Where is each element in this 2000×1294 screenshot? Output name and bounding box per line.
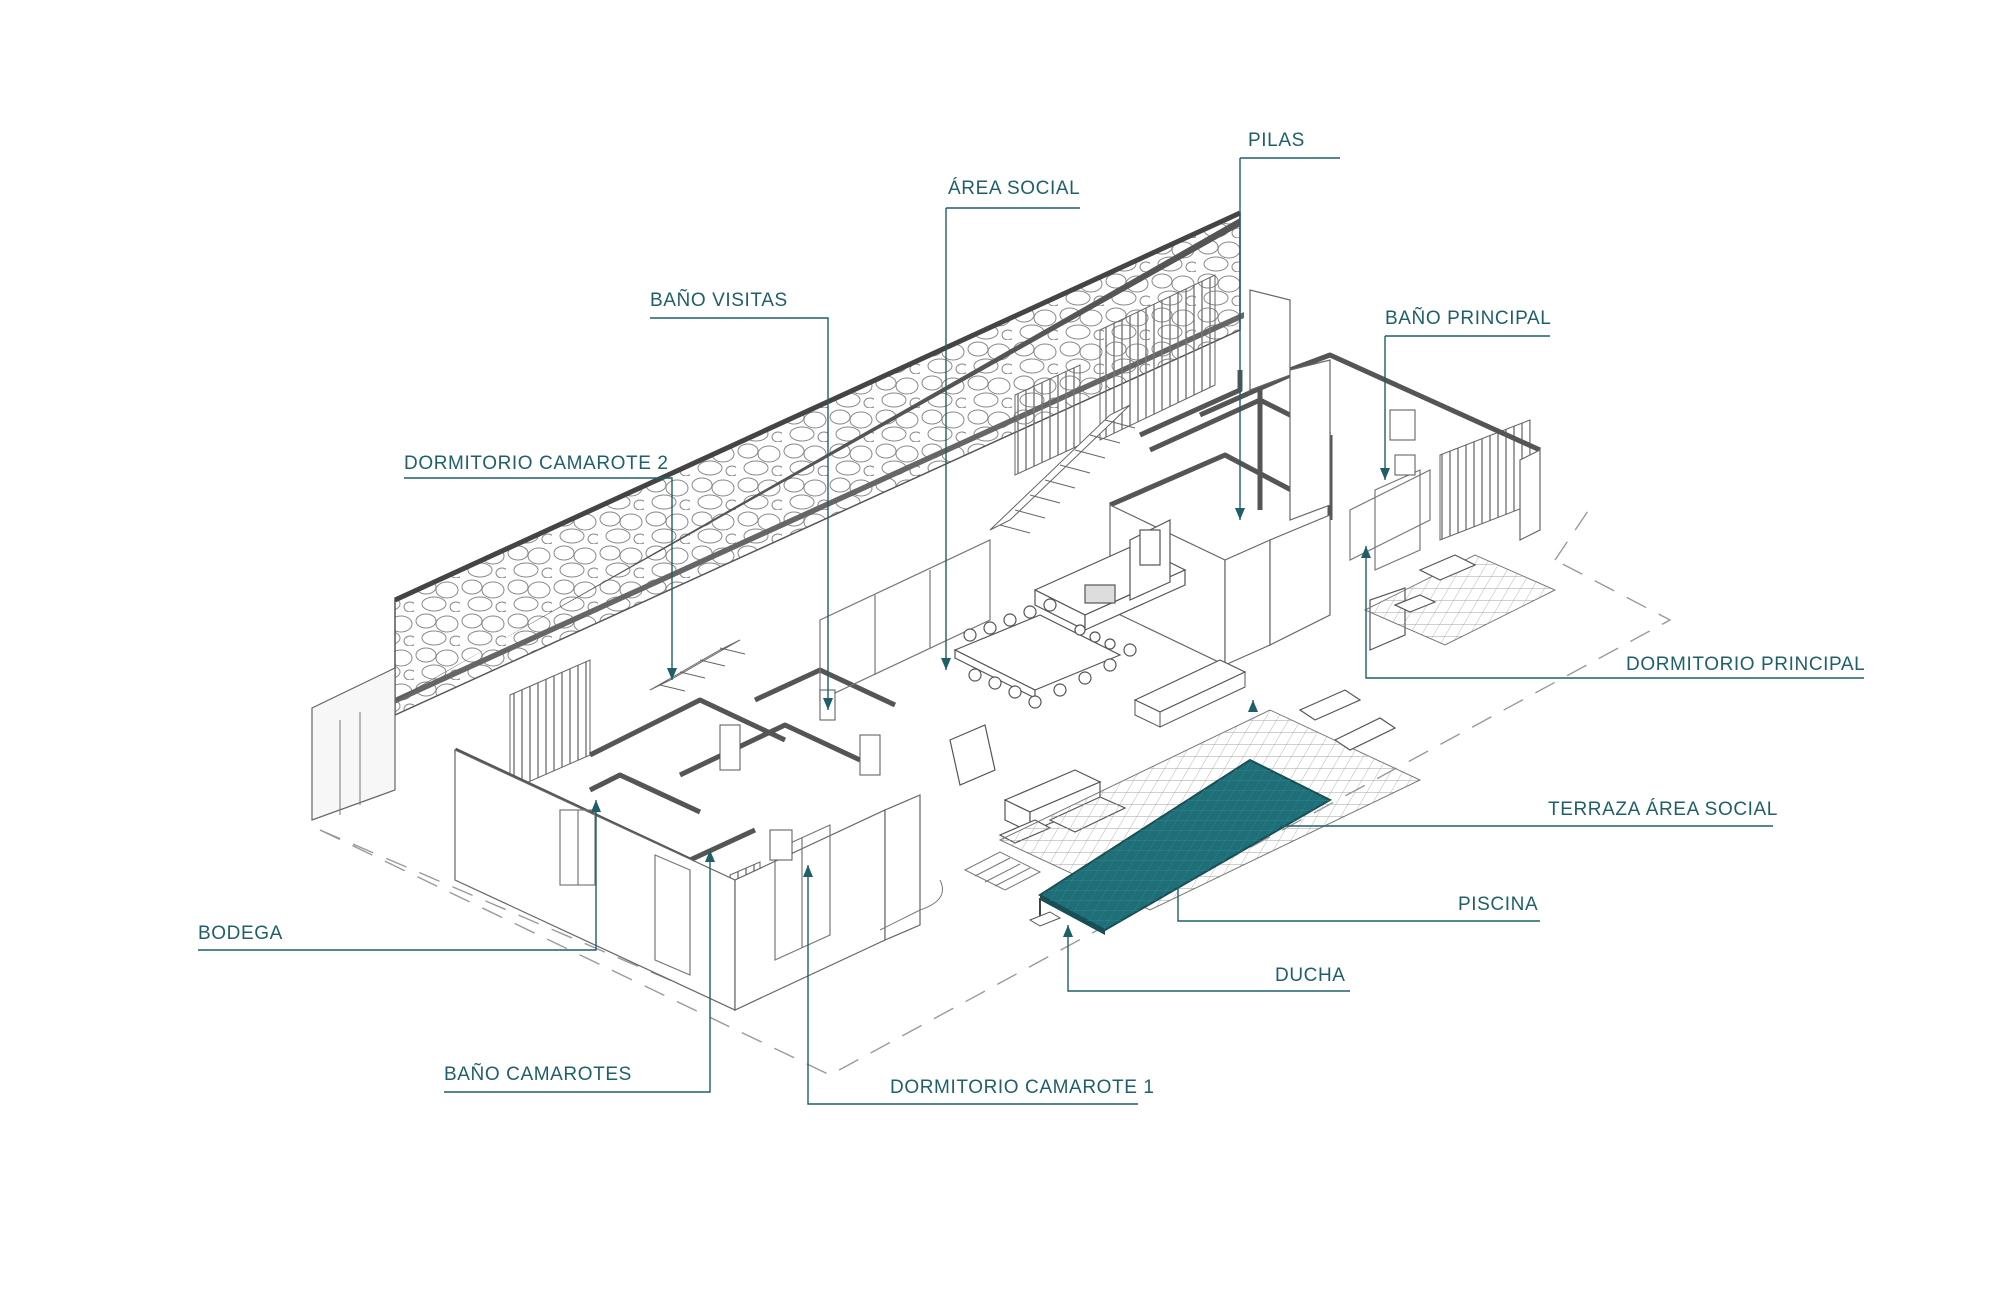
label-dormitorio-principal: DORMITORIO PRINCIPAL (1626, 654, 1866, 675)
label-pilas: PILAS (1248, 130, 1305, 151)
glazing (559, 469, 1431, 976)
label-area-social: ÁREA SOCIAL (948, 178, 1081, 199)
leader-arrowheads (591, 468, 1390, 937)
label-ducha: DUCHA (1275, 965, 1346, 986)
master-deck (1363, 554, 1557, 646)
label-terraza-area-social: TERRAZA ÁREA SOCIAL (1548, 799, 1778, 820)
pool (1038, 758, 1333, 935)
left-wall (311, 667, 396, 821)
label-dormitorio-camarote-1: DORMITORIO CAMAROTE 1 (890, 1077, 1155, 1098)
leader-lines (198, 157, 1864, 1105)
label-bodega: BODEGA (198, 923, 283, 944)
label-piscina: PISCINA (1458, 894, 1539, 915)
label-bano-visitas: BAÑO VISITAS (650, 290, 788, 311)
bath-fixtures (719, 409, 1416, 861)
dining-table (953, 598, 1137, 709)
label-bano-camarotes: BAÑO CAMAROTES (444, 1064, 632, 1085)
label-dormitorio-camarote-2: DORMITORIO CAMAROTE 2 (404, 453, 669, 474)
entry-steps (879, 851, 1062, 931)
label-bano-principal: BAÑO PRINCIPAL (1385, 308, 1552, 329)
kitchen (1033, 519, 1187, 631)
